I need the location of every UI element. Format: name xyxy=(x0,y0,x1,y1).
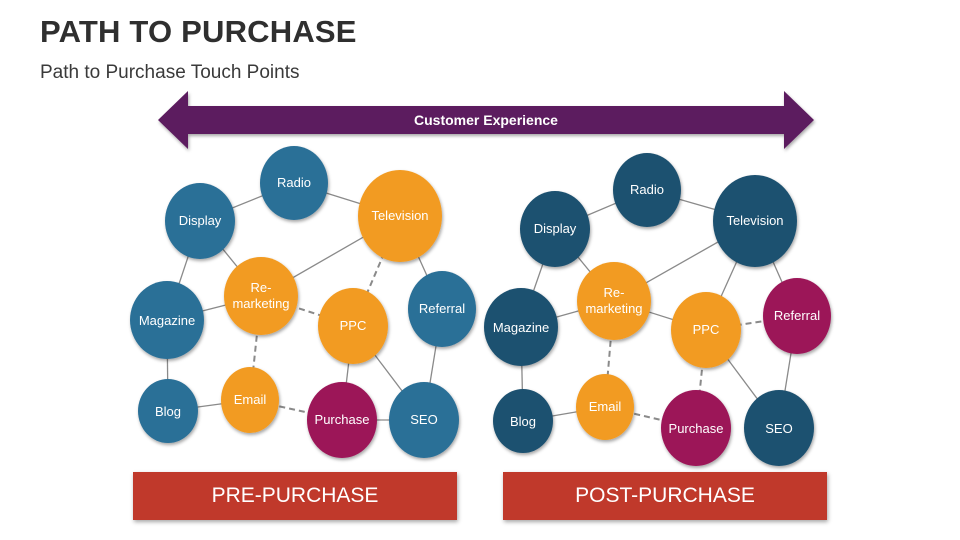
node-seo: SEO xyxy=(744,390,814,466)
post-purchase-banner: POST-PURCHASE xyxy=(503,472,827,520)
node-label: Television xyxy=(371,208,428,223)
node-radio: Radio xyxy=(260,146,328,220)
edge-dashed-remarketing-email xyxy=(249,295,262,401)
node-display: Display xyxy=(165,183,235,259)
node-label: PPC xyxy=(693,322,720,337)
node-label: Referral xyxy=(774,308,820,323)
node-label: Re- xyxy=(251,280,272,295)
node-label: Blog xyxy=(510,414,536,429)
node-label: Referral xyxy=(419,301,465,316)
node-label: Television xyxy=(726,213,783,228)
node-label: marketing xyxy=(585,301,642,316)
node-label: Purchase xyxy=(669,421,724,436)
node-television: Television xyxy=(713,175,797,267)
node-remarketing: Re- marketing xyxy=(224,257,298,335)
node-label: SEO xyxy=(765,421,792,436)
node-television: Television xyxy=(358,170,442,262)
node-label: Display xyxy=(534,221,577,236)
page-subtitle: Path to Purchase Touch Points xyxy=(40,62,300,83)
node-ppc: PPC xyxy=(671,292,741,368)
node-label: SEO xyxy=(410,412,437,427)
node-remarketing: Re- marketing xyxy=(577,262,651,340)
node-label: Magazine xyxy=(493,320,549,335)
node-label: Email xyxy=(234,392,267,407)
node-purchase: Purchase xyxy=(307,382,377,458)
node-purchase: Purchase xyxy=(661,390,731,466)
node-radio: Radio xyxy=(613,153,681,227)
node-referral: Referral xyxy=(763,278,831,354)
node-email: Email xyxy=(221,367,279,433)
node-display: Display xyxy=(520,191,590,267)
pre-purchase-banner: PRE-PURCHASE xyxy=(133,472,457,520)
customer-experience-arrow: Customer Experience xyxy=(158,91,814,149)
node-referral: Referral xyxy=(408,271,476,347)
post-purchase-graph: Radio Display Television Re- marketing M… xyxy=(484,153,831,466)
node-label: Radio xyxy=(277,175,311,190)
page-title: PATH TO PURCHASE xyxy=(40,14,357,49)
node-label: Purchase xyxy=(315,412,370,427)
double-arrow-shape xyxy=(158,91,814,149)
node-ppc: PPC xyxy=(318,288,388,364)
node-magazine: Magazine xyxy=(484,288,558,366)
node-label: Re- xyxy=(604,285,625,300)
edge-dashed-remarketing-email xyxy=(604,300,615,408)
node-magazine: Magazine xyxy=(130,281,204,359)
node-label: marketing xyxy=(232,296,289,311)
node-seo: SEO xyxy=(389,382,459,458)
node-blog: Blog xyxy=(138,379,198,443)
node-label: Email xyxy=(589,399,622,414)
node-email: Email xyxy=(576,374,634,440)
node-label: PPC xyxy=(340,318,367,333)
node-label: Display xyxy=(179,213,222,228)
node-blog: Blog xyxy=(493,389,553,453)
node-label: Blog xyxy=(155,404,181,419)
customer-experience-label: Customer Experience xyxy=(414,112,558,128)
node-label: Radio xyxy=(630,182,664,197)
pre-purchase-graph: Radio Display Television Re- marketing M… xyxy=(130,146,476,458)
node-label: Magazine xyxy=(139,313,195,328)
